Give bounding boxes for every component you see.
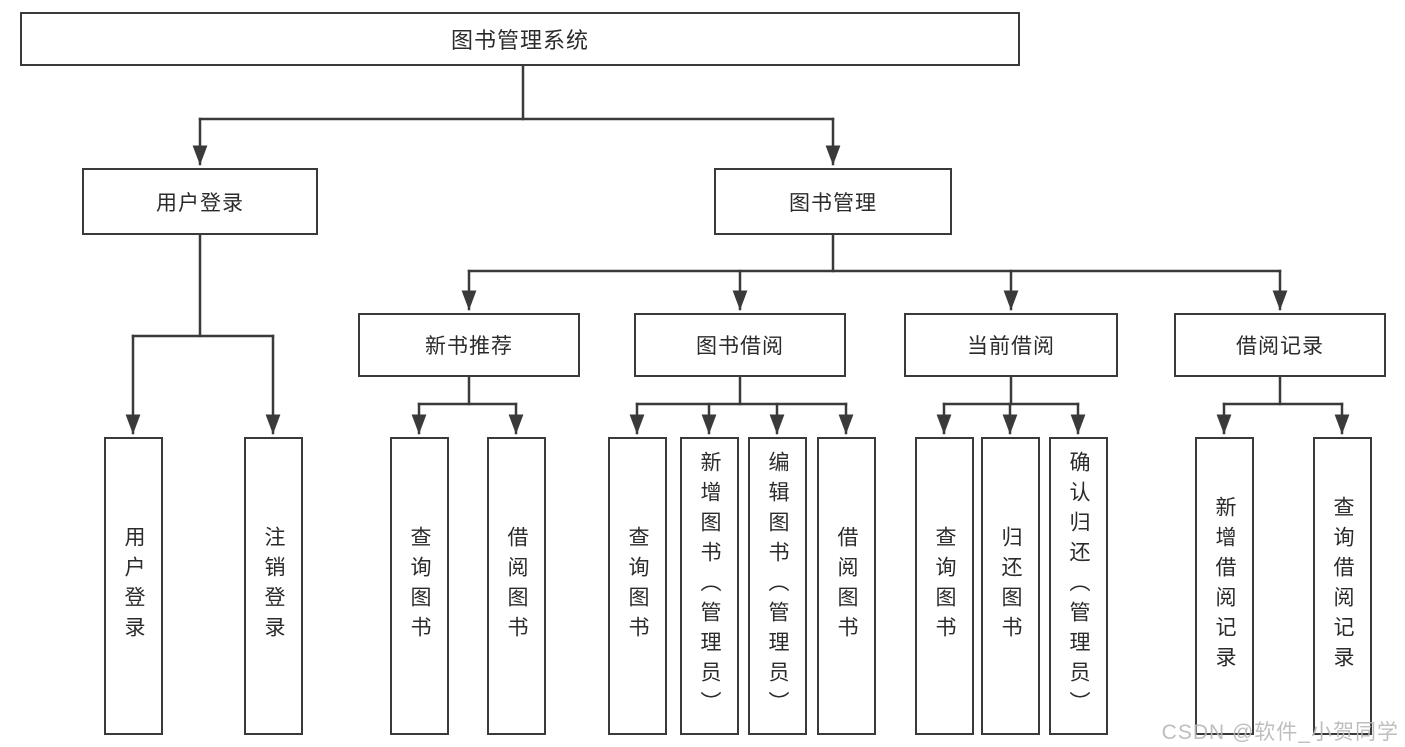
node-book-management: 图书管理 xyxy=(714,168,952,235)
node-borrowing-records-label: 借阅记录 xyxy=(1236,335,1324,358)
leaf-borrow-books-borrowing-label: 借阅图书 xyxy=(835,526,858,646)
node-new-book-recommendation: 新书推荐 xyxy=(358,313,580,377)
leaf-query-books-current: 查询图书 xyxy=(915,437,974,735)
leaf-query-borrow-record-label: 查询借阅记录 xyxy=(1331,496,1354,676)
csdn-watermark: CSDN @软件_小贺同学 xyxy=(1161,721,1399,744)
leaf-user-login: 用户登录 xyxy=(104,437,163,735)
node-book-borrowing-label: 图书借阅 xyxy=(696,335,784,358)
leaf-return-books: 归还图书 xyxy=(981,437,1040,735)
leaf-logout: 注销登录 xyxy=(244,437,303,735)
node-book-management-label: 图书管理 xyxy=(789,191,877,215)
leaf-confirm-return-admin: 确认归还（管理员） xyxy=(1049,437,1108,735)
leaf-borrow-books-borrowing: 借阅图书 xyxy=(817,437,876,735)
leaf-query-books-borrowing: 查询图书 xyxy=(608,437,667,735)
node-borrowing-records: 借阅记录 xyxy=(1174,313,1386,377)
leaf-add-books-admin-label: 新增图书（管理员） xyxy=(698,451,721,721)
leaf-borrow-books-recommend: 借阅图书 xyxy=(487,437,546,735)
node-new-book-recommendation-label: 新书推荐 xyxy=(425,335,513,358)
node-user-login: 用户登录 xyxy=(82,168,318,235)
leaf-query-books-recommend-label: 查询图书 xyxy=(408,526,431,646)
leaf-add-books-admin: 新增图书（管理员） xyxy=(680,437,739,735)
node-current-borrowing-label: 当前借阅 xyxy=(967,335,1055,358)
leaf-add-borrow-record: 新增借阅记录 xyxy=(1195,437,1254,735)
leaf-query-books-current-label: 查询图书 xyxy=(933,526,956,646)
leaf-logout-label: 注销登录 xyxy=(262,526,285,646)
leaf-user-login-label: 用户登录 xyxy=(122,526,145,646)
leaf-query-books-borrowing-label: 查询图书 xyxy=(626,526,649,646)
node-root-library-management-system: 图书管理系统 xyxy=(20,12,1020,66)
leaf-edit-books-admin-label: 编辑图书（管理员） xyxy=(766,451,789,721)
node-current-borrowing: 当前借阅 xyxy=(904,313,1118,377)
node-user-login-label: 用户登录 xyxy=(156,191,244,215)
leaf-borrow-books-recommend-label: 借阅图书 xyxy=(505,526,528,646)
node-book-borrowing: 图书借阅 xyxy=(634,313,846,377)
leaf-confirm-return-admin-label: 确认归还（管理员） xyxy=(1067,451,1090,721)
leaf-query-books-recommend: 查询图书 xyxy=(390,437,449,735)
leaf-return-books-label: 归还图书 xyxy=(999,526,1022,646)
leaf-edit-books-admin: 编辑图书（管理员） xyxy=(748,437,807,735)
leaf-query-borrow-record: 查询借阅记录 xyxy=(1313,437,1372,735)
node-root-label: 图书管理系统 xyxy=(450,28,589,53)
leaf-add-borrow-record-label: 新增借阅记录 xyxy=(1213,496,1236,676)
